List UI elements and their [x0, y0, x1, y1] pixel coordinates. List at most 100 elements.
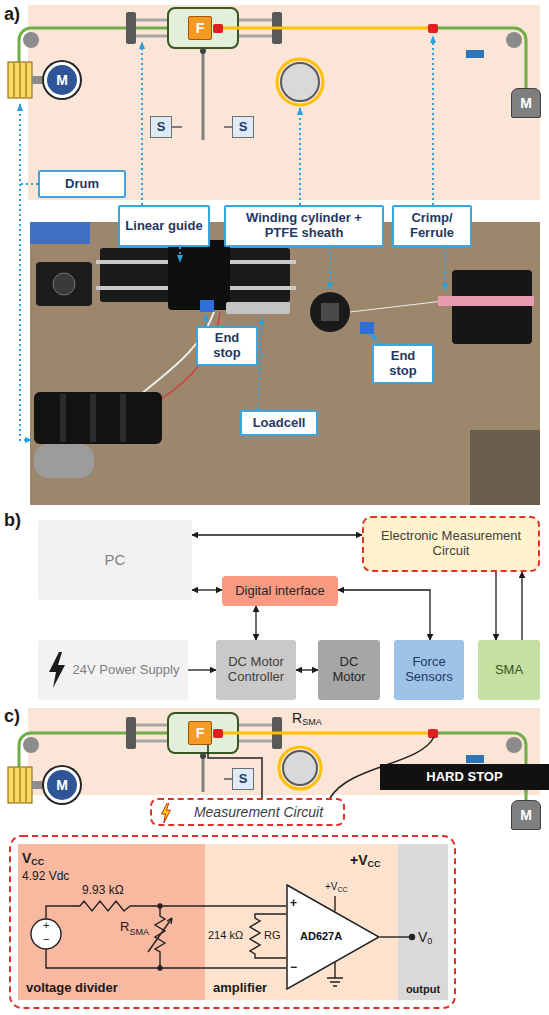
lightning-icon [162, 803, 171, 823]
photo [310, 292, 350, 332]
loadcell-pin [172, 48, 232, 140]
arrow-connector [296, 669, 318, 670]
node-text: End stop [378, 349, 428, 379]
circuit-wiring [410, 935, 415, 940]
wire [208, 745, 262, 798]
circuit-panel [205, 844, 398, 1000]
node-text: 24V Power Supply [73, 663, 180, 678]
loadcell-pin [202, 48, 205, 140]
polarity-sign: − [43, 933, 49, 946]
callout-box: Linear guide [118, 205, 210, 247]
leader-line [141, 42, 143, 205]
op-amp-outline [287, 885, 379, 989]
photo [452, 270, 532, 344]
winding-cylinder [279, 747, 321, 789]
circuit-wiring [148, 918, 172, 952]
leader-line [20, 183, 38, 185]
callout-box: Loadcell [240, 410, 318, 436]
photo [36, 262, 92, 306]
circuit-wiring [167, 918, 172, 924]
node-text: Loadcell [253, 416, 306, 431]
lightning-icon [159, 803, 173, 823]
subscript: CC [368, 859, 381, 869]
pc-block: PC [38, 520, 192, 600]
photo [120, 394, 126, 442]
circuit-wiring [158, 904, 162, 908]
node-text: + [290, 897, 297, 911]
photo [321, 303, 339, 321]
arrow-connector [192, 534, 362, 535]
arrow-connector [255, 606, 256, 640]
circuit-region: output [398, 844, 448, 1000]
node-text: M [56, 777, 68, 793]
force-block: F [188, 721, 212, 745]
subscript: CC [31, 857, 44, 867]
node-text: AD627A [300, 930, 342, 943]
node-text: End stop [202, 331, 252, 361]
photo [226, 302, 290, 314]
photo [350, 300, 452, 312]
winding-cylinder [283, 751, 317, 785]
photo [200, 300, 214, 312]
winding-cylinder [279, 747, 321, 789]
op-amp-symbol: + AD627A − [286, 884, 380, 990]
arrow-connector [495, 572, 496, 640]
photo [470, 430, 540, 505]
callout-box: End stop [372, 344, 434, 384]
motor-symbol: M [44, 62, 80, 98]
switch-box: S [232, 116, 254, 138]
resistor-value: 9.93 kΩ [82, 884, 124, 898]
leader-line [329, 247, 331, 289]
mass-weight: M [511, 88, 541, 118]
power-supply-block: 24V Power Supply [38, 640, 188, 700]
node-text: Measurement Circuit [194, 804, 323, 820]
subscript: SMA [302, 717, 322, 727]
panel-letter: c) [4, 706, 20, 727]
motor-symbol: M [44, 767, 80, 803]
node-text: Crimp/ Ferrule [398, 211, 466, 241]
resistor-value: 214 kΩ [208, 929, 243, 942]
photo [30, 222, 90, 244]
arrow-connector [192, 589, 222, 590]
node-text: SMA [495, 663, 523, 678]
sma-block: SMA [478, 640, 540, 700]
winding-cylinder [277, 59, 323, 105]
node-text: PC [105, 551, 126, 568]
photo [34, 444, 94, 478]
callout-box: Drum [38, 170, 126, 198]
hard-stop-bar: HARD STOP [380, 764, 549, 790]
leader-line [444, 247, 446, 290]
circuit-wiring [155, 906, 165, 968]
node-text: − [290, 961, 297, 975]
signal-name: +V [325, 881, 338, 893]
callout-box: End stop [196, 326, 258, 366]
leader-line [179, 247, 181, 262]
panel-letter: a) [4, 4, 20, 25]
node-text: DC Motor Controller [220, 655, 292, 685]
circuit-wiring [158, 966, 162, 970]
subscript: CC [338, 886, 348, 894]
node-text: Winding cylinder + PTFE sheath [230, 211, 378, 241]
subscript: SMA [129, 927, 149, 937]
node-text: S [239, 120, 248, 135]
circuit-wiring [250, 914, 286, 958]
leader-line [432, 36, 434, 205]
circuit-wiring [46, 949, 286, 968]
resistor-name: RG [264, 929, 281, 942]
photo [34, 392, 162, 444]
tendon [525, 790, 528, 800]
photo [30, 222, 540, 505]
force-block: F [188, 16, 212, 40]
node-text: M [520, 95, 532, 111]
interface-block: Digital interface [222, 576, 338, 606]
panel-background [28, 708, 540, 795]
test-rig [8, 8, 526, 98]
motor-block: DC Motor [318, 640, 380, 700]
signal-name: V [22, 850, 31, 866]
node-text: M [56, 72, 68, 88]
circuit-panel [398, 844, 448, 1000]
circuit-wiring [31, 919, 61, 949]
node-text: Drum [65, 177, 99, 192]
